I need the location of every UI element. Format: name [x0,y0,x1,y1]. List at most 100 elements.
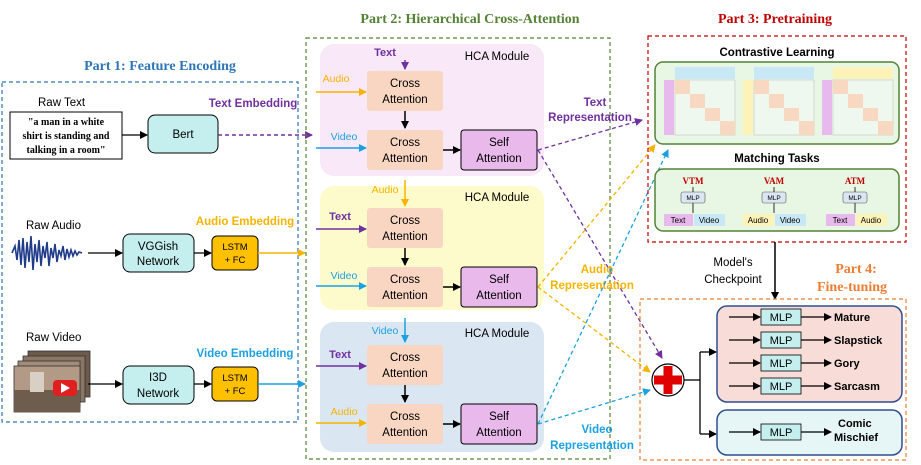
vtm-text-label: Text [671,216,686,225]
similarity-matrix-3 [822,67,894,136]
m2-top-input: Audio [372,184,399,196]
m2-cross-attention-2 [367,267,443,307]
vtm-label: VTM [683,176,705,186]
lstm-audio-line2: + FC [225,255,246,266]
part1-title: Part 1: Feature Encoding [84,59,236,74]
vam-video-box [775,214,806,226]
text-representation-line2: Representation [548,112,632,124]
vggish-line1: VGGish [138,241,178,253]
similarity-matrix-2 [743,67,815,136]
raw-text-line2: shirt is standing and [23,131,110,142]
text-embedding-label: Text Embedding [209,98,298,110]
video-frames-icon [13,350,91,413]
raw-audio-label: Raw Audio [26,220,81,232]
m2-self-attention [460,266,538,308]
raw-video-label: Raw Video [26,332,81,344]
m3-side-input: Text [329,349,351,361]
matching-tasks-label: Matching Tasks [734,153,819,165]
i3d-line1: I3D [149,372,167,384]
part3-frame [647,35,907,243]
vam-audio-label: Audio [748,216,769,225]
m1-cross-attention-2 [367,130,443,170]
fusion-plus-icon [651,363,685,397]
audio-representation-line2: Representation [550,280,634,292]
m1-top-input: Text [374,47,396,59]
head-comic-mischief: MLP Comic Mischief [729,418,878,444]
video-rep-to-pretrain [537,149,669,425]
atm-audio-label: Audio [861,216,882,225]
vtm-video-box [694,214,725,226]
part2-frame [305,37,611,460]
raw-text-label: Raw Text [38,97,86,109]
m3-self-line2: Attention [476,427,521,439]
bert-box [147,114,219,154]
label-slapstick: Slapstick [834,335,883,347]
contrastive-learning-label: Contrastive Learning [719,47,834,59]
m1-self-line1: Self [489,137,510,149]
audio-waveform-icon [11,235,83,271]
atm-text-label: Text [833,216,848,225]
m3-cross2-line1: Cross [390,411,420,423]
mlp-slapstick-label: MLP [770,335,793,347]
label-comic-line2: Mischief [834,432,878,444]
m3-cross1-line2: Attention [382,368,427,380]
vtm-video-label: Video [699,216,720,225]
mlp-gory-label: MLP [770,358,793,370]
atm-mlp-label: MLP [848,195,861,202]
m3-bottom-input: Audio [331,406,358,418]
atm-label: ATM [845,176,866,186]
m2-self-line1: Self [489,274,510,286]
text-rep-to-fusion [537,149,663,359]
m3-cross-attention-2 [367,404,443,444]
atm-text-box [826,214,855,226]
m3-self-line1: Self [489,411,510,423]
vam-video-label: Video [780,216,801,225]
label-mature: Mature [834,312,870,324]
text-rep-to-pretrain [537,118,643,151]
mlp-comic-label: MLP [770,427,793,439]
head-sarcasm: MLP Sarcasm [729,377,880,395]
text-representation-line1: Text [584,97,607,109]
m1-bottom-input: Video [331,131,358,143]
video-representation-line2: Representation [550,440,634,452]
m1-self-attention [460,129,538,171]
m3-top-input: Video [372,325,399,337]
video-embedding-label: Video Embedding [197,348,294,360]
m3-cross1-line1: Cross [390,352,420,364]
part4-title-line2: Fine-tuning [817,280,887,295]
mlp-sarcasm-label: MLP [770,381,793,393]
vam-label: VAM [764,176,785,186]
label-sarcasm: Sarcasm [834,381,880,393]
m1-cross1-line1: Cross [390,78,420,90]
head-slapstick: MLP Slapstick [729,331,883,349]
head-gory: MLP Gory [729,354,861,372]
part2-title: Part 2: Hierarchical Cross-Attention [360,12,579,27]
part4-frame [639,298,907,461]
head-mature: MLP Mature [729,308,870,326]
atm-audio-box [856,214,887,226]
m3-cross-attention-1 [367,345,443,385]
audio-representation-line1: Audio [581,264,614,276]
vtm-text-box [664,214,693,226]
lstm-video-line2: + FC [225,386,246,397]
hca-module-2-label: HCA Module [465,192,530,204]
label-comic-line1: Comic [838,418,872,430]
m2-cross1-line1: Cross [390,215,420,227]
m1-cross2-line1: Cross [390,137,420,149]
m2-self-line2: Attention [476,290,521,302]
hca-module-1-label: HCA Module [465,51,530,63]
raw-text-line1: "a man in a white [28,117,105,128]
m2-cross2-line1: Cross [390,274,420,286]
lstm-audio-line1: LSTM [222,242,247,253]
checkpoint-line1: Model's [713,257,753,269]
audio-rep-to-pretrain [537,144,656,288]
vggish-line2: Network [137,256,179,268]
i3d-box [122,365,195,405]
similarity-matrix-1 [664,67,736,136]
vtm-mlp-label: MLP [686,195,699,202]
m3-cross2-line2: Attention [382,427,427,439]
m1-cross1-line2: Attention [382,94,427,106]
label-gory: Gory [834,358,861,370]
raw-text-box [9,111,123,160]
